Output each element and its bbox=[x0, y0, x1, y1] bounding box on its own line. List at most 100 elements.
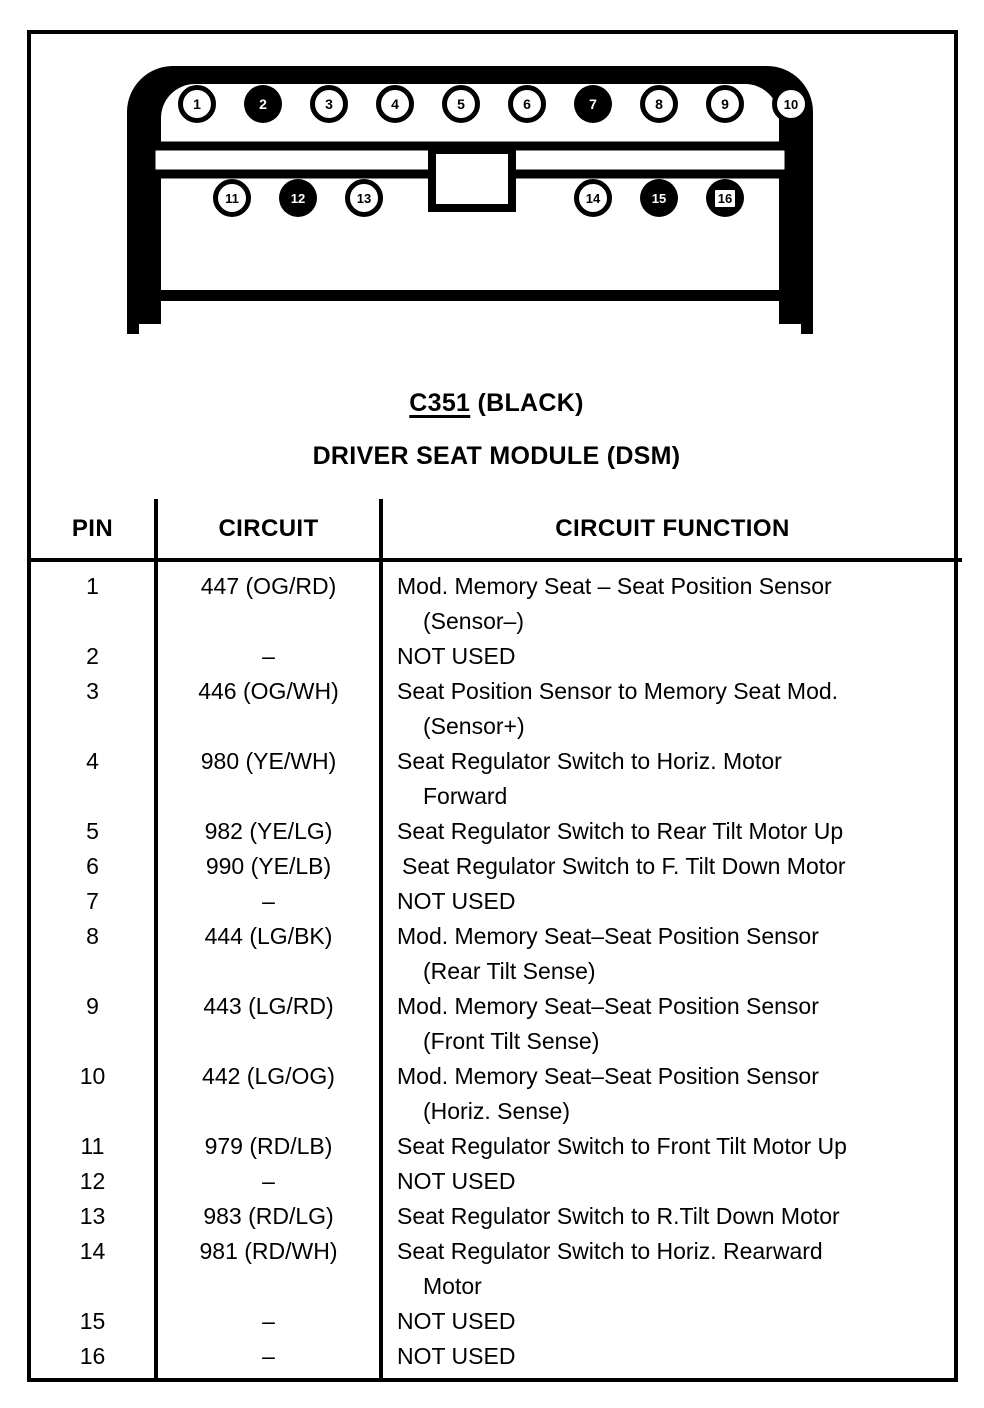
table-row: 12 –NOT USED bbox=[31, 1164, 962, 1199]
pin-number-filler bbox=[31, 1269, 154, 1304]
cell-circuit-function: Mod. Memory Seat – Seat Position Sensor(… bbox=[381, 560, 962, 639]
pin-number-label: 4 bbox=[391, 96, 399, 112]
table-row: 10 442 (LG/OG) Mod. Memory Seat–Seat Pos… bbox=[31, 1059, 962, 1129]
center-keyway bbox=[428, 146, 516, 212]
circuit-code: 982 (YE/LG) bbox=[204, 818, 333, 844]
cell-pin: 14 bbox=[31, 1234, 158, 1304]
function-text: NOT USED bbox=[397, 1308, 516, 1334]
cell-circuit: – bbox=[156, 1339, 383, 1382]
cell-pin: 2 bbox=[31, 639, 158, 674]
circuit-code: 444 (LG/BK) bbox=[204, 923, 333, 949]
connector-name-line: C351 (BLACK) bbox=[31, 389, 962, 418]
pin-number-filler bbox=[31, 779, 154, 814]
table-row: 7 – NOT USED bbox=[31, 884, 962, 919]
cell-circuit: 983 (RD/LG) bbox=[156, 1199, 383, 1234]
pin-number: 9 bbox=[86, 993, 99, 1019]
table-row: 16 – NOT USED bbox=[31, 1339, 962, 1382]
cell-circuit-function: Seat Regulator Switch to R.Tilt Down Mot… bbox=[381, 1199, 962, 1234]
cell-circuit-function: Mod. Memory Seat–Seat Position Sensor(Re… bbox=[381, 919, 962, 989]
function-text: Seat Regulator Switch to Horiz. Motor bbox=[397, 748, 782, 774]
circuit-code: – bbox=[262, 1343, 275, 1369]
circuit-code: 442 (LG/OG) bbox=[202, 1063, 335, 1089]
pin-number: 6 bbox=[86, 853, 99, 879]
connector-name: C351 bbox=[409, 389, 471, 417]
table-row: 9 443 (LG/RD) Mod. Memory Seat–Seat Posi… bbox=[31, 989, 962, 1059]
cell-pin: 16 bbox=[31, 1339, 158, 1382]
pin-number-filler bbox=[31, 1024, 154, 1059]
table-header-row: PIN CIRCUIT CIRCUIT FUNCTION bbox=[31, 499, 962, 562]
function-text: NOT USED bbox=[397, 888, 516, 914]
pin-number: 5 bbox=[86, 818, 99, 844]
module-title: DRIVER SEAT MODULE (DSM) bbox=[312, 442, 681, 470]
cell-pin: 8 bbox=[31, 919, 158, 989]
pin-number: 11 bbox=[80, 1133, 105, 1159]
circuit-code: 446 (OG/WH) bbox=[198, 678, 339, 704]
pin-table-element: PIN CIRCUIT CIRCUIT FUNCTION 1 447 (OG/R… bbox=[31, 499, 962, 1382]
circuit-code-filler bbox=[158, 1094, 379, 1129]
circuit-code: 443 (LG/RD) bbox=[203, 993, 334, 1019]
connector-pin-12: 12 bbox=[279, 179, 317, 217]
cell-circuit-function: Seat Regulator Switch to Horiz. Rearward… bbox=[381, 1234, 962, 1304]
cell-circuit-function: Seat Regulator Switch to Front Tilt Moto… bbox=[381, 1129, 962, 1164]
header-pin: PIN bbox=[31, 499, 158, 562]
cell-circuit: 446 (OG/WH) bbox=[156, 674, 383, 744]
connector-pin-2: 2 bbox=[244, 85, 282, 123]
cell-circuit: 990 (YE/LB) bbox=[156, 849, 383, 884]
circuit-code: – bbox=[262, 888, 275, 914]
pin-number-label: 8 bbox=[655, 96, 663, 112]
function-text: Seat Regulator Switch to F. Tilt Down Mo… bbox=[402, 853, 846, 879]
table-row: 11 979 (RD/LB)Seat Regulator Switch to Fr… bbox=[31, 1129, 962, 1164]
cell-circuit-function: NOT USED bbox=[381, 639, 962, 674]
circuit-code-filler bbox=[158, 709, 379, 744]
connector-pin-6: 6 bbox=[508, 85, 546, 123]
pin-number-label: 14 bbox=[585, 190, 601, 206]
cell-circuit: 981 (RD/WH) bbox=[156, 1234, 383, 1304]
pin-table: PIN CIRCUIT CIRCUIT FUNCTION 1 447 (OG/R… bbox=[31, 499, 962, 1382]
circuit-code: – bbox=[262, 643, 275, 669]
function-text: Seat Position Sensor to Memory Seat Mod. bbox=[397, 678, 839, 704]
function-text: NOT USED bbox=[397, 643, 516, 669]
pin-number-label: 3 bbox=[325, 96, 333, 112]
pin-number: 4 bbox=[86, 748, 99, 774]
circuit-code: – bbox=[262, 1308, 275, 1334]
circuit-code-filler bbox=[158, 954, 379, 989]
cell-circuit-function: Seat Regulator Switch to Rear Tilt Motor… bbox=[381, 814, 962, 849]
cell-circuit: 979 (RD/LB) bbox=[156, 1129, 383, 1164]
pin-number-label: 12 bbox=[290, 190, 306, 206]
function-text: Mod. Memory Seat–Seat Position Sensor bbox=[397, 1063, 819, 1089]
function-text: Seat Regulator Switch to Rear Tilt Motor… bbox=[397, 818, 844, 844]
function-text-continuation: Motor bbox=[423, 1273, 482, 1299]
pin-number-label: 15 bbox=[651, 190, 667, 206]
header-circuit: CIRCUIT bbox=[156, 499, 383, 562]
pin-number: 16 bbox=[79, 1343, 106, 1369]
pin-number-filler bbox=[31, 954, 154, 989]
pin-number-label: 2 bbox=[259, 96, 267, 112]
circuit-code: 990 (YE/LB) bbox=[205, 853, 332, 879]
function-text: Mod. Memory Seat–Seat Position Sensor bbox=[397, 993, 819, 1019]
cell-pin: 1 bbox=[31, 560, 158, 639]
cell-circuit-function: NOT USED bbox=[381, 1304, 962, 1339]
table-row: 5 982 (YE/LG) Seat Regulator Switch to Rea… bbox=[31, 814, 962, 849]
pin-number-filler bbox=[31, 709, 154, 744]
pin-number-label: 10 bbox=[783, 96, 799, 112]
pin-number: 12 bbox=[79, 1168, 106, 1194]
cell-circuit-function: Seat Regulator Switch to F. Tilt Down Mo… bbox=[381, 849, 962, 884]
pin-number-label: 13 bbox=[356, 190, 372, 206]
cell-pin: 6 bbox=[31, 849, 158, 884]
circuit-code-filler bbox=[158, 1269, 379, 1304]
cell-pin: 4 bbox=[31, 744, 158, 814]
pin-number: 10 bbox=[79, 1063, 106, 1089]
pin-number: 8 bbox=[86, 923, 99, 949]
pin-number-filler bbox=[31, 1094, 154, 1129]
circuit-code-filler bbox=[158, 604, 379, 639]
cell-circuit: – bbox=[156, 884, 383, 919]
connector-bottom-ledge bbox=[161, 290, 779, 301]
cell-circuit: – bbox=[156, 1164, 383, 1199]
pin-number-label: 1 bbox=[193, 96, 201, 112]
function-text: NOT USED bbox=[397, 1168, 516, 1194]
cell-pin: 7 bbox=[31, 884, 158, 919]
connector-pin-11: 11 bbox=[213, 179, 251, 217]
cell-circuit-function: NOT USED bbox=[381, 1339, 962, 1382]
